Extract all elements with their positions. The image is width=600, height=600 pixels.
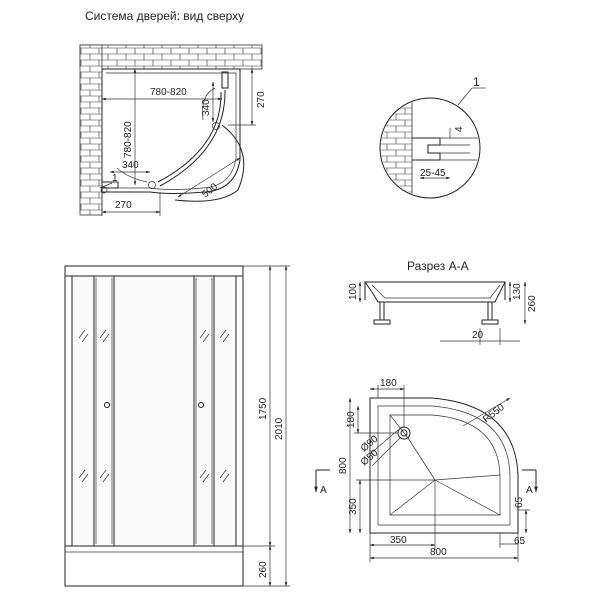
section-tray [364,281,506,303]
tray-slope-2 [407,437,436,481]
detail-wall [381,99,413,197]
section-mark-left: A [320,485,327,496]
dim-270-right: 270 [256,91,267,108]
section-leg-left [379,301,385,321]
door-arc-inner [157,91,222,183]
dim-1750: 1750 [258,397,269,420]
dim-section-130: 130 [512,283,523,300]
tray-slope-1 [389,414,409,439]
detail-profile [412,137,441,161]
detail-leader [457,87,473,106]
dim-line-r550 [462,397,511,427]
dim-line-500 [177,157,241,198]
detail-dim-4: 4 [454,126,465,132]
leader-d90 [369,429,399,455]
section-view: Разрез А-А 100 130 260 20 [348,259,538,345]
leader-1 [99,182,113,189]
dim-tray-800-bottom: 800 [430,547,447,558]
section-tray-inner [371,284,501,299]
dim-width-top: 780-820 [150,87,187,98]
drain-inner [400,429,408,437]
front-panel-right-outer [213,275,237,547]
dim-tray-180-top: 180 [380,378,397,389]
detail-view: 25-45 4 1 [379,75,486,199]
door-handle-lower [148,181,156,189]
detail-circle [379,97,481,199]
top-view: Система дверей: вид сверху 780-820 780-8… [79,9,267,216]
dim-front-260: 260 [258,561,269,578]
door-arc-outer [159,89,226,187]
dim-500: 500 [200,181,220,200]
tray-plan-basin [389,414,501,516]
tray-slope-3 [389,479,436,516]
bottom-left-post [101,181,119,189]
top-view-title: Система дверей: вид сверху [85,9,244,23]
front-handle-left [104,402,110,408]
left-wall [79,44,103,216]
dim-270-bottom: 270 [115,200,132,211]
leader-d50 [371,436,402,467]
top-label-1: 1 [112,173,118,184]
dim-tray-350-bottom: 350 [390,535,407,546]
front-panel-right-door [193,275,215,547]
dim-section-20: 20 [472,330,484,341]
dim-340-right: 340 [201,99,212,116]
dim-section-260: 260 [527,295,538,312]
dim-340-bottom: 340 [122,160,139,171]
top-right-post [221,71,229,89]
dim-tray-800-left: 800 [338,457,349,474]
tray-plan-outer [369,397,519,534]
section-title: Разрез А-А [407,259,469,273]
tray-slope-5 [434,479,501,516]
tray-plan: 180 180 R550 Ø90 Ø50 800 350 350 800 65 [314,378,538,562]
dim-tray-65-bottom: 65 [514,536,526,547]
dim-tray-65-right: 65 [514,496,525,508]
door-handle-upper [212,122,220,130]
dim-tray-180-left: 180 [346,411,357,428]
dim-section-100: 100 [348,283,359,300]
section-mark-right: A [526,485,533,496]
tray-slope-4 [434,474,501,481]
dim-tray-350-left: 350 [348,498,359,515]
dim-r550: R550 [481,402,507,426]
drain-marker [100,186,108,194]
detail-profile-lines [440,137,479,161]
section-leg-right [487,301,493,321]
dim-height-left: 780-820 [123,121,134,158]
dim-2010: 2010 [274,417,285,440]
front-panel-left-door [93,275,115,547]
detail-dim-range: 25-45 [420,168,446,179]
glass-reflections [78,329,230,483]
detail-callout: 1 [473,75,480,89]
front-view: 1750 2010 260 [64,265,290,587]
top-wall [79,44,263,70]
door-swing-lower [116,167,148,183]
section-foot-left [373,319,391,325]
front-panel-left-outer [71,275,95,547]
front-panel-center [113,275,195,547]
section-foot-right [481,319,499,325]
front-handle-right [198,402,204,408]
tray-plan-rim [377,405,511,526]
